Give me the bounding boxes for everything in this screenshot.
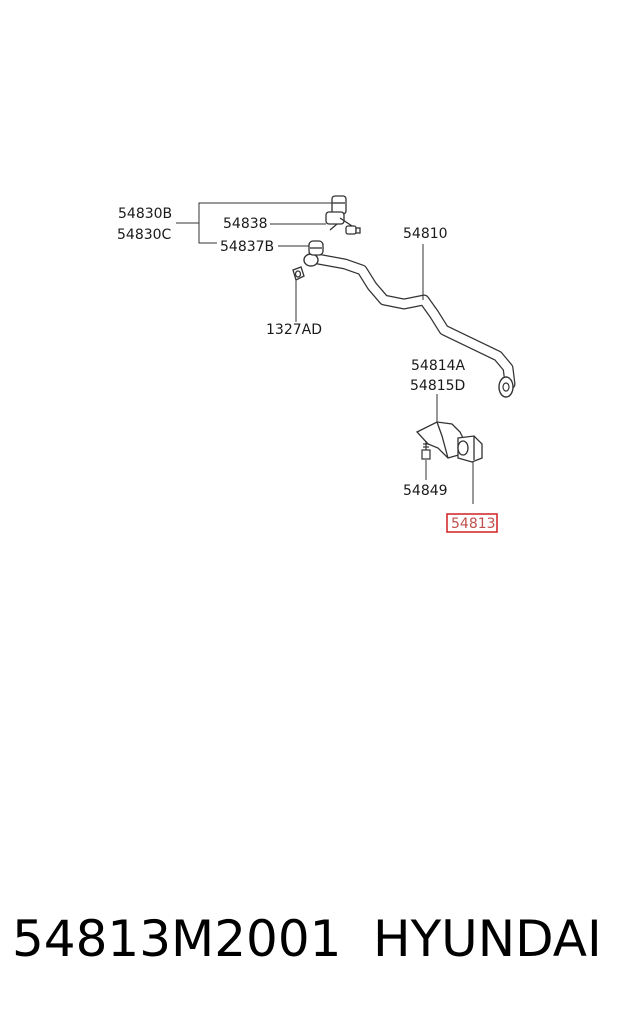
- stabilizer-link-illustration: [325, 195, 361, 235]
- label-54813-highlighted[interactable]: 54813: [451, 516, 496, 532]
- label-54810[interactable]: 54810: [403, 226, 448, 242]
- label-54830C[interactable]: 54830C: [117, 227, 172, 243]
- link-bushing-illustration: [308, 240, 324, 256]
- part-number-title: 54813M2001: [12, 910, 342, 968]
- footer-caption: 54813M2001 HYUNDAI: [0, 898, 620, 988]
- stabilizer-bushing-illustration: [457, 435, 483, 463]
- label-54830B[interactable]: 54830B: [118, 206, 172, 222]
- bolt-illustration: [421, 441, 431, 460]
- brand-name: HYUNDAI: [373, 910, 602, 968]
- label-1327AD[interactable]: 1327AD: [266, 322, 322, 338]
- label-54838[interactable]: 54838: [223, 216, 268, 232]
- label-54849[interactable]: 54849: [403, 483, 448, 499]
- label-54814A[interactable]: 54814A: [411, 358, 466, 374]
- stabilizer-bar-illustration: [303, 252, 516, 398]
- label-54837B[interactable]: 54837B: [220, 239, 274, 255]
- nut-illustration: [292, 266, 305, 281]
- label-54815D[interactable]: 54815D: [410, 378, 465, 394]
- highlight-box: [446, 513, 498, 533]
- leader-lines: [176, 202, 474, 504]
- parts-diagram: 54830B 54830C 54838 54837B 1327AD 54810 …: [117, 195, 516, 533]
